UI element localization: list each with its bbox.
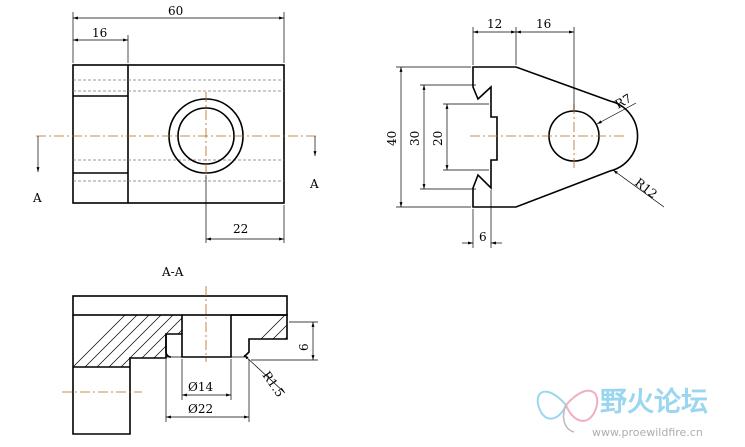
- leader-r7: [596, 102, 637, 125]
- section-mark-left: A: [32, 191, 42, 205]
- section-title: A-A: [161, 265, 184, 279]
- dim-label-30: 30: [408, 131, 422, 146]
- front-view: 60 16 22 A A: [32, 4, 319, 243]
- leader-r12: [612, 169, 665, 208]
- fillet-left: [165, 334, 172, 358]
- leader-r15: [243, 354, 286, 394]
- side-view: 12 16 40 30 20 6 R7 R12: [385, 17, 665, 248]
- dim-label-16: 16: [92, 26, 107, 40]
- side-outline: [472, 66, 639, 208]
- dim-label-22: 22: [233, 222, 248, 236]
- section-mark-right: A: [309, 177, 319, 191]
- dim-label-r7: R7: [613, 91, 634, 111]
- section-top-plate: [72, 295, 288, 316]
- watermark: 野火论坛 www.proewildfire.cn: [536, 387, 708, 439]
- section-body-left: [72, 315, 232, 435]
- front-outline: [72, 64, 285, 204]
- watermark-name: 野火论坛: [600, 387, 708, 418]
- butterfly-logo-icon: [536, 389, 599, 433]
- dim-label-12: 12: [487, 17, 502, 31]
- dim-label-r15: R1.5: [260, 369, 288, 400]
- dim-label-20: 20: [431, 131, 445, 146]
- dim-label-16b: 16: [536, 17, 551, 31]
- dim-label-6: 6: [479, 230, 487, 244]
- dim-label-r12: R12: [632, 175, 660, 201]
- dim-label-d22: Ø22: [188, 402, 213, 416]
- section-body-right: [231, 314, 288, 358]
- dim-label-40: 40: [385, 131, 399, 146]
- watermark-url: www.proewildfire.cn: [592, 426, 703, 439]
- section-view: A-A: [62, 265, 318, 435]
- hatch-right: [231, 315, 287, 339]
- dim-label-d14: Ø14: [188, 380, 213, 394]
- dim-label-60: 60: [168, 4, 183, 18]
- dim-label-depth: 6: [297, 343, 311, 351]
